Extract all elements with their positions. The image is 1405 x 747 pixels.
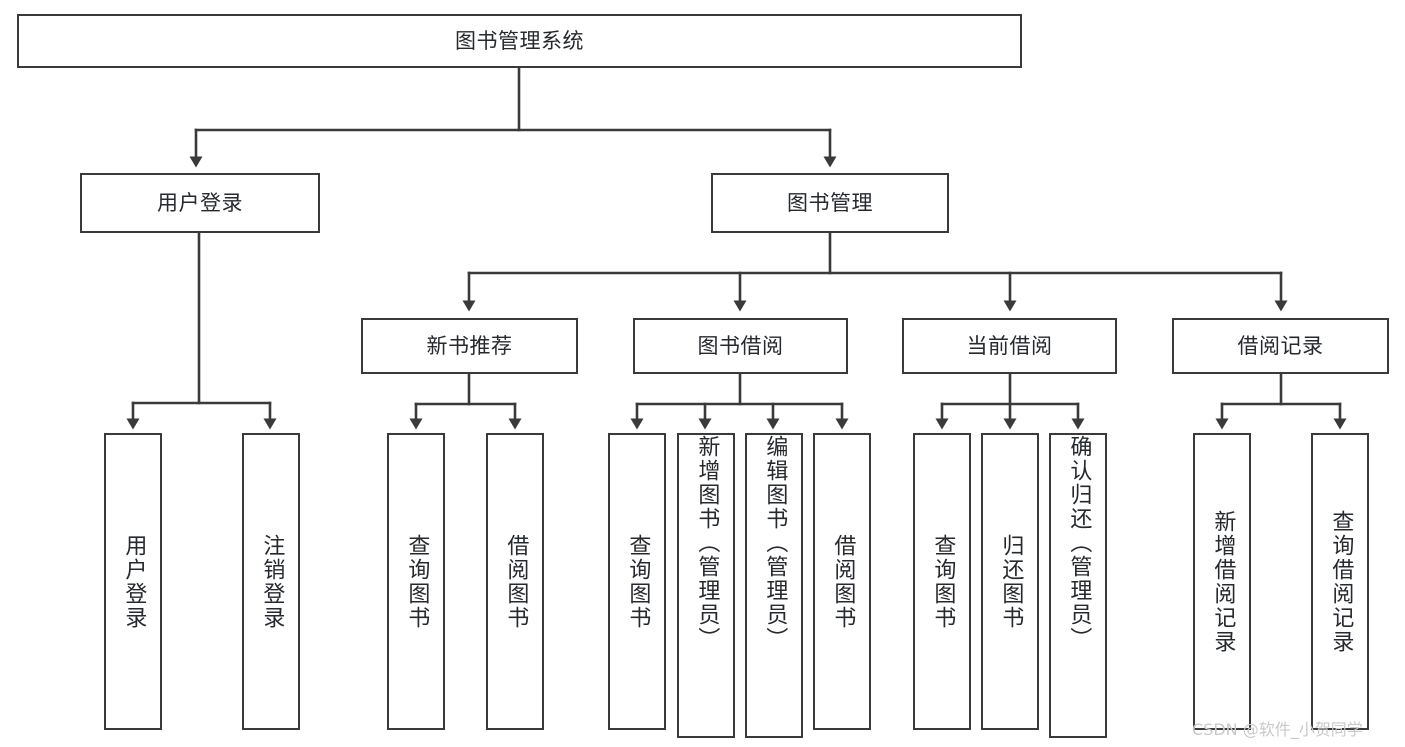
leaf-edit-book-admin-label: 编辑图书（管理员） <box>762 435 788 651</box>
leaf-logout[interactable]: 注销登录 <box>242 433 300 730</box>
leaf-add-borrow-record[interactable]: 新增借阅记录 <box>1193 433 1251 730</box>
leaf-user-login[interactable]: 用户登录 <box>104 433 162 730</box>
leaf-query-book-borrow[interactable]: 查询图书 <box>608 433 666 730</box>
leaf-return-book[interactable]: 归还图书 <box>981 433 1039 730</box>
leaf-query-book-new[interactable]: 查询图书 <box>387 433 445 730</box>
node-new-book-recommend[interactable]: 新书推荐 <box>361 318 578 374</box>
node-book-borrow-label: 图书借阅 <box>697 333 784 358</box>
leaf-query-book-current-label: 查询图书 <box>930 533 956 630</box>
node-book-management[interactable]: 图书管理 <box>711 173 949 233</box>
node-user-login-label: 用户登录 <box>157 190 243 215</box>
leaf-query-book-borrow-label: 查询图书 <box>625 533 651 630</box>
leaf-add-book-admin-label: 新增图书（管理员） <box>694 435 720 651</box>
leaf-borrow-book-new[interactable]: 借阅图书 <box>486 433 544 730</box>
node-user-login[interactable]: 用户登录 <box>80 173 320 233</box>
leaf-query-book-new-label: 查询图书 <box>404 533 430 630</box>
node-borrow-record[interactable]: 借阅记录 <box>1172 318 1389 374</box>
leaf-borrow-book[interactable]: 借阅图书 <box>813 433 871 730</box>
leaf-user-login-label: 用户登录 <box>121 533 147 630</box>
leaf-add-book-admin[interactable]: 新增图书（管理员） <box>677 433 735 738</box>
node-current-borrow-label: 当前借阅 <box>966 333 1053 358</box>
leaf-query-borrow-record[interactable]: 查询借阅记录 <box>1311 433 1369 730</box>
leaf-query-borrow-record-label: 查询借阅记录 <box>1328 509 1354 654</box>
leaf-logout-label: 注销登录 <box>259 533 285 630</box>
leaf-borrow-book-new-label: 借阅图书 <box>503 533 529 630</box>
node-borrow-record-label: 借阅记录 <box>1237 333 1324 358</box>
leaf-return-book-label: 归还图书 <box>998 533 1024 630</box>
leaf-query-book-current[interactable]: 查询图书 <box>913 433 971 730</box>
csdn-watermark: CSDN @软件_小贺同学 <box>1192 720 1363 739</box>
node-current-borrow[interactable]: 当前借阅 <box>902 318 1117 374</box>
node-new-book-recommend-label: 新书推荐 <box>426 333 513 358</box>
node-book-borrow[interactable]: 图书借阅 <box>633 318 848 374</box>
leaf-edit-book-admin[interactable]: 编辑图书（管理员） <box>745 433 803 738</box>
leaf-confirm-return-admin-label: 确认归还（管理员） <box>1066 435 1092 651</box>
leaf-add-borrow-record-label: 新增借阅记录 <box>1210 509 1236 654</box>
leaf-borrow-book-label: 借阅图书 <box>830 533 856 630</box>
leaf-confirm-return-admin[interactable]: 确认归还（管理员） <box>1049 433 1107 738</box>
node-root-label: 图书管理系统 <box>455 28 584 53</box>
node-book-management-label: 图书管理 <box>787 190 873 215</box>
node-root[interactable]: 图书管理系统 <box>17 14 1022 68</box>
